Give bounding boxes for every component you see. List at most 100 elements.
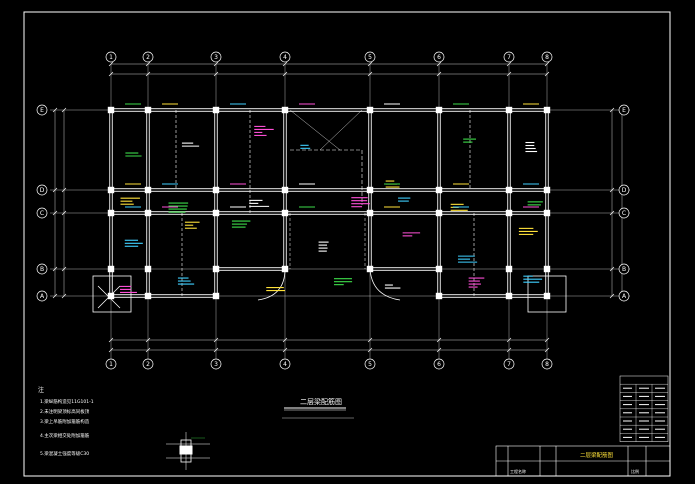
stair-diagonal-1 [289, 109, 341, 151]
axis-label-col-4-top: 4 [283, 54, 287, 61]
column-7B [505, 265, 513, 273]
title-block-project: 工程名称 [510, 468, 526, 474]
note-4: 4.主次梁相交处附加箍筋 [40, 432, 90, 439]
axis-label-row-E-left: E [40, 107, 44, 114]
axis-bubble-row-C-left [36, 207, 48, 219]
column-1E [107, 106, 115, 114]
column-1A [107, 292, 115, 300]
axis-label-col-8-bottom: 8 [545, 361, 549, 368]
column-2A [144, 292, 152, 300]
column-7D [505, 186, 513, 194]
axis-bubble-col-2-top [142, 51, 154, 63]
axis-bubble-row-A-right [618, 290, 630, 302]
axis-bubble-col-6-bottom [433, 358, 445, 370]
axis-label-col-4-bottom: 4 [283, 361, 287, 368]
axis-bubble-row-B-right [618, 263, 630, 275]
column-3E [212, 106, 220, 114]
axis-label-col-3-top: 3 [214, 54, 218, 61]
column-2C [144, 209, 152, 217]
axis-label-col-8-top: 8 [545, 54, 549, 61]
axis-bubble-col-2-bottom [142, 358, 154, 370]
column-detail [166, 432, 210, 470]
column-3D [212, 186, 220, 194]
title-block [495, 445, 671, 477]
axis-label-col-5-bottom: 5 [368, 361, 372, 368]
column-3B [212, 265, 220, 273]
column-7A [505, 292, 513, 300]
column-8A [543, 292, 551, 300]
column-2D [144, 186, 152, 194]
column-1C [107, 209, 115, 217]
axis-bubble-row-C-right [618, 207, 630, 219]
stair-outline [290, 149, 363, 205]
note-2: 2.未注明梁顶标高同板顶 [40, 408, 90, 415]
axis-bubble-col-3-top [210, 51, 222, 63]
axis-bubble-col-8-bottom [541, 358, 553, 370]
axis-label-col-5-top: 5 [368, 54, 372, 61]
axis-label-row-E-right: E [622, 107, 626, 114]
stair-diagonal-2 [319, 109, 363, 151]
note-5: 5.梁混凝土强度等级C30 [40, 450, 89, 457]
axis-label-col-2-top: 2 [146, 54, 150, 61]
axis-bubble-row-D-right [618, 184, 630, 196]
axis-bubble-col-1-top [105, 51, 117, 63]
axis-label-row-A-right: A [622, 293, 627, 300]
column-6D [435, 186, 443, 194]
axis-bubble-col-5-top [364, 51, 376, 63]
column-3C [212, 209, 220, 217]
corner-x-2 [97, 285, 121, 309]
axis-bubble-col-4-bottom [279, 358, 291, 370]
axis-label-col-3-bottom: 3 [214, 361, 218, 368]
axis-bubble-col-7-top [503, 51, 515, 63]
column-6C [435, 209, 443, 217]
axis-bubble-col-4-top [279, 51, 291, 63]
axis-bubble-col-8-top [541, 51, 553, 63]
column-5C [366, 209, 374, 217]
axis-label-col-1-bottom: 1 [109, 361, 113, 368]
axis-bubble-col-1-bottom [105, 358, 117, 370]
column-5D [366, 186, 374, 194]
column-3A [212, 292, 220, 300]
column-8B [543, 265, 551, 273]
axis-label-col-7-bottom: 7 [507, 361, 511, 368]
axis-label-col-6-bottom: 6 [437, 361, 441, 368]
note-1: 1.梁纵筋构造见11G101-1 [40, 398, 94, 405]
axis-bubble-col-5-bottom [364, 358, 376, 370]
column-2E [144, 106, 152, 114]
axis-bubble-row-B-left [36, 263, 48, 275]
column-1B [107, 265, 115, 273]
column-8C [543, 209, 551, 217]
column-4D [281, 186, 289, 194]
axis-label-row-C-left: C [40, 210, 44, 217]
axis-bubble-row-E-left [36, 104, 48, 116]
column-layout [107, 106, 551, 300]
axis-label-row-D-left: D [40, 187, 45, 194]
column-8E [543, 106, 551, 114]
title-block-scale-label: 比例 [631, 468, 639, 474]
sheet-border [23, 11, 671, 477]
axis-label-row-B-left: B [40, 266, 44, 273]
axis-label-row-A-left: A [40, 293, 45, 300]
column-7E [505, 106, 513, 114]
column-6B [435, 265, 443, 273]
note-3: 3.梁上吊筋附加箍筋构造 [40, 418, 90, 425]
axis-bubble-row-D-left [36, 184, 48, 196]
schedule-table [619, 375, 669, 442]
axis-label-row-D-right: D [622, 187, 627, 194]
column-5E [366, 106, 374, 114]
axis-label-row-C-right: C [622, 210, 626, 217]
axis-bubble-col-7-bottom [503, 358, 515, 370]
axis-label-col-7-top: 7 [507, 54, 511, 61]
axis-bubble-col-6-top [433, 51, 445, 63]
curved-wall-right [369, 268, 401, 301]
rebar-annotations [120, 103, 543, 293]
corner-box-right [527, 275, 567, 313]
drawing-title: 二层梁配筋图 [300, 397, 342, 406]
axis-label-col-2-bottom: 2 [146, 361, 150, 368]
column-6E [435, 106, 443, 114]
axis-label-col-1-top: 1 [109, 54, 113, 61]
axis-bubble-col-3-bottom [210, 358, 222, 370]
axis-bubble-row-A-left [36, 290, 48, 302]
